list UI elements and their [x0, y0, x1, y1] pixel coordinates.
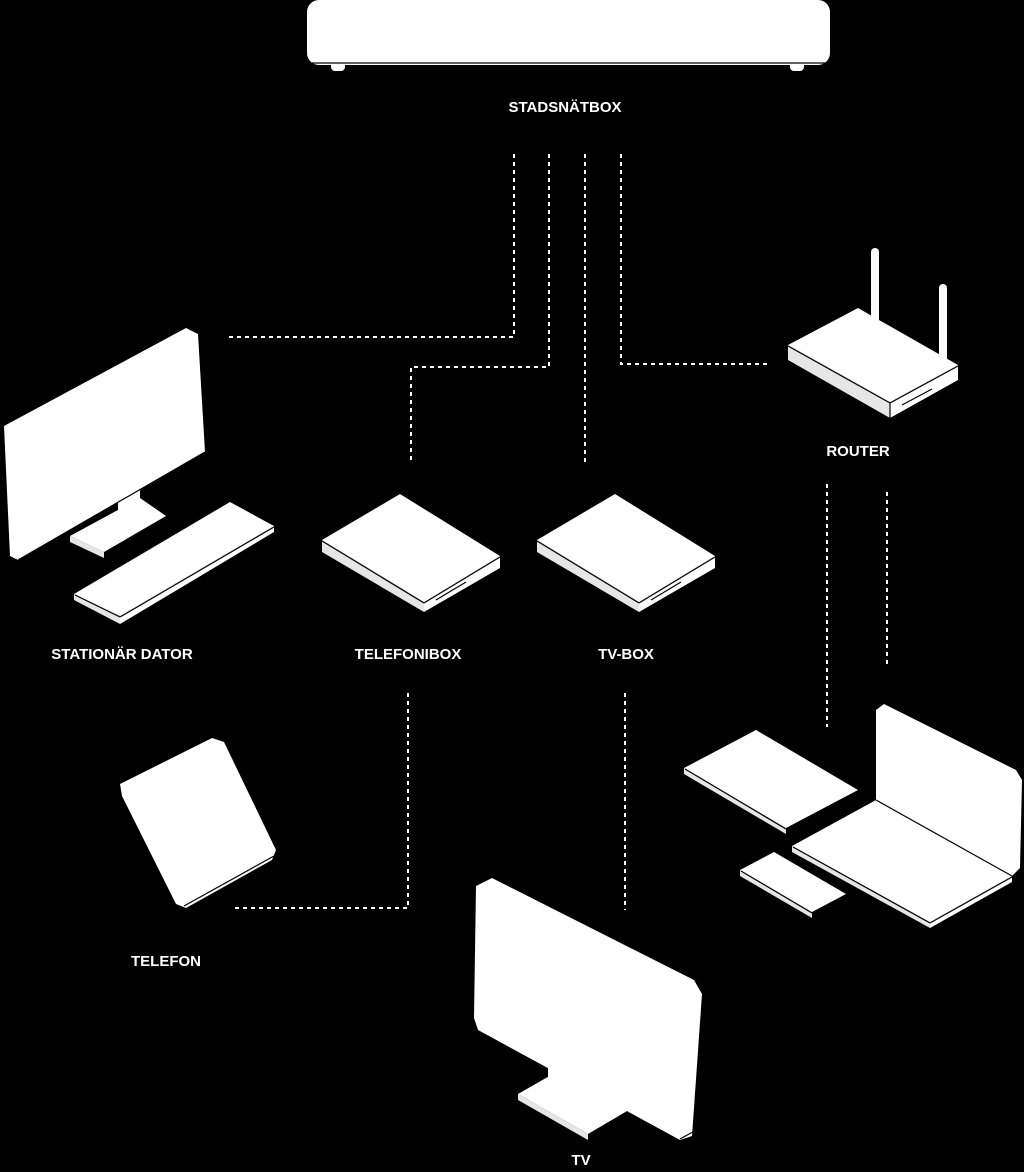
- network-box-icon: [307, 0, 830, 71]
- label-dator: STATIONÄR DATOR: [51, 646, 193, 663]
- wire-stadsnatbox-dator: [226, 154, 515, 338]
- wire-stadsnatbox-telefonibox: [410, 154, 550, 464]
- television-icon: [474, 878, 702, 1140]
- desk-phone-icon: [120, 738, 276, 908]
- label-tv: TV: [571, 1152, 590, 1169]
- label-telefon: TELEFON: [131, 953, 201, 970]
- label-stadsnatbox: STADSNÄTBOX: [508, 99, 621, 116]
- laptop-tablet-phone-icon: [684, 704, 1022, 928]
- label-router: ROUTER: [826, 443, 890, 460]
- wire-stadsnatbox-router: [620, 154, 770, 365]
- desktop-computer-icon: [4, 328, 275, 624]
- telephony-box-icon: [321, 494, 501, 612]
- router-icon: [787, 248, 959, 418]
- label-telefonibox: TELEFONIBOX: [355, 646, 462, 663]
- connection-wires: [226, 154, 888, 910]
- wire-telefonibox-telefon: [232, 693, 409, 909]
- tv-box-icon: [536, 494, 716, 612]
- label-tvbox: TV-BOX: [598, 646, 654, 663]
